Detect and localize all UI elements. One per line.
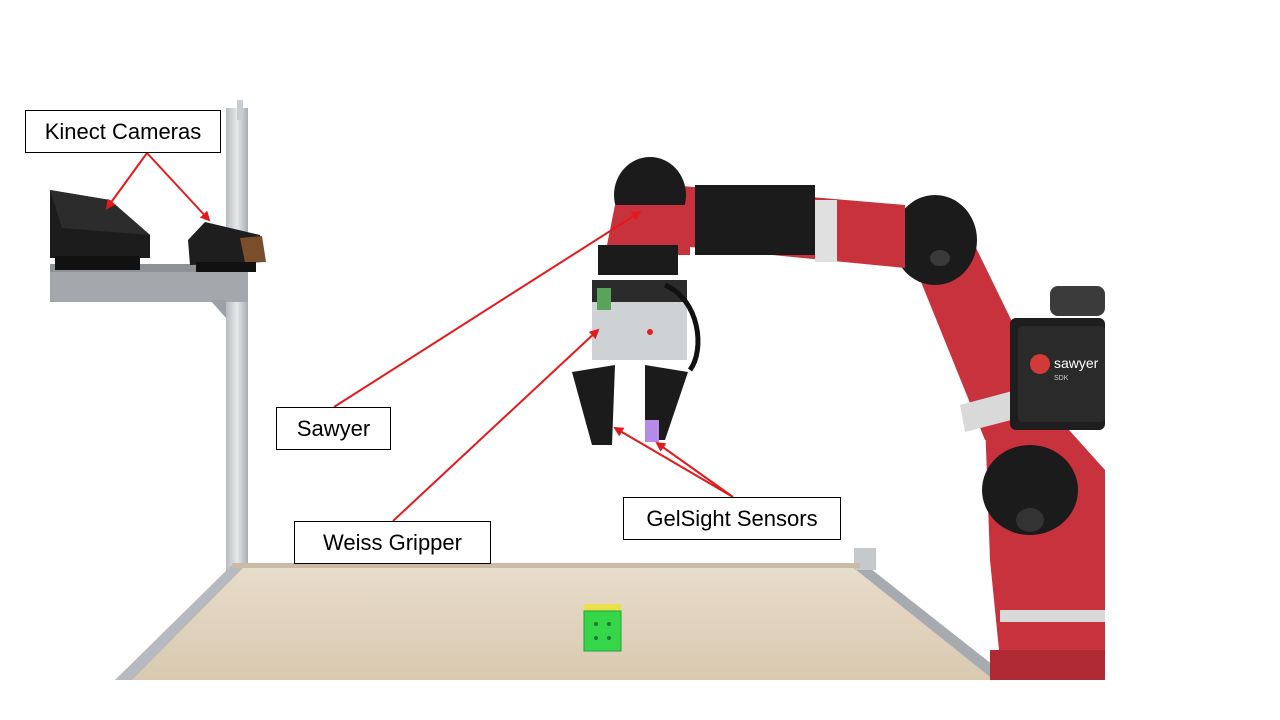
arrow-kinect-left xyxy=(105,152,148,210)
arrow-kinect-right xyxy=(146,152,211,222)
label-gelsight-sensors: GelSight Sensors xyxy=(623,497,841,540)
shelf-post xyxy=(226,108,248,578)
screen-brand-text: sawyer xyxy=(1054,355,1099,371)
shelf-bracket xyxy=(210,300,226,318)
camera-shelf xyxy=(50,100,248,578)
screen-sub-text: SDK xyxy=(1054,375,1069,382)
kinect-camera-right xyxy=(188,222,266,272)
robot-head-camera xyxy=(1050,286,1105,316)
annotation-arrows xyxy=(105,152,734,522)
arrow-gelsight-right xyxy=(655,441,734,498)
label-sawyer: Sawyer xyxy=(276,407,391,450)
table-top xyxy=(115,565,1005,680)
shelf-post-back xyxy=(237,100,243,120)
shelf-board xyxy=(50,268,248,302)
robot-forearm-sleeve xyxy=(695,185,815,255)
table-rail-left xyxy=(115,565,246,680)
robot-elbow-joint xyxy=(982,445,1078,535)
table-edge-far xyxy=(232,563,860,568)
table xyxy=(115,548,1012,680)
arrow-gelsight-left xyxy=(613,426,734,498)
table-rail-right xyxy=(850,565,1012,680)
arrow-weiss xyxy=(392,328,600,522)
rubiks-cube xyxy=(583,604,622,652)
label-weiss-gripper: Weiss Gripper xyxy=(294,521,491,564)
label-sawyer-text: Sawyer xyxy=(296,415,371,441)
arrow-sawyer xyxy=(333,210,642,408)
label-weiss-text: Weiss Gripper xyxy=(323,529,462,555)
label-kinect-text: Kinect Cameras xyxy=(44,118,202,144)
shelf-board-top xyxy=(50,264,248,272)
label-gelsight-text: GelSight Sensors xyxy=(646,505,818,531)
gelsight-sensor xyxy=(645,420,659,442)
robot-shoulder-joint xyxy=(893,195,977,285)
label-kinect-cameras: Kinect Cameras xyxy=(25,110,221,153)
sawyer-robot: sawyer SDK xyxy=(572,157,1105,680)
gripper-finger-left xyxy=(572,365,615,445)
kinect-camera-left xyxy=(50,190,150,270)
